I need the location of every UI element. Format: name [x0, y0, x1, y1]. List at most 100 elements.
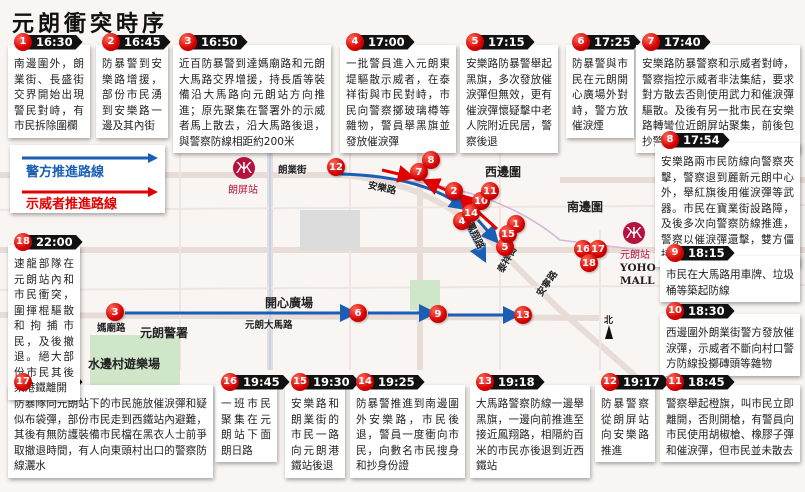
event-time: 16:45	[112, 34, 171, 50]
event-number: 6	[572, 33, 590, 51]
event-description: 防暴警與市民在元朗開心廣場外對峙，警方放催淚煙	[572, 58, 628, 132]
map-marker-8[interactable]: 8	[422, 151, 440, 169]
map-marker-15[interactable]: 15	[499, 225, 517, 243]
map-marker-14[interactable]: 14	[462, 204, 480, 222]
event-number: 3	[179, 33, 197, 51]
event-description: 市民在大馬路用車牌、垃圾桶等築起防線	[666, 269, 794, 297]
place-west-village: 西邊圍	[485, 165, 522, 179]
map-marker-17[interactable]: 17	[589, 240, 607, 258]
street-ma-tin: 媽廟路	[97, 323, 126, 334]
event-time: 17:00	[356, 34, 415, 50]
map-marker-11[interactable]: 11	[481, 182, 499, 200]
event-description: 大馬路警察防線一邊舉黑旗，一邊向前推進至接近鳳翔路，相隔約百米的市民亦後退到近西…	[476, 398, 584, 472]
map-marker-18[interactable]: 18	[580, 254, 598, 272]
event-description: 一批警員進入元朗東堤驅散示威者，在泰祥街與市民對峙，市民向警察擲玻璃樽等雜物，警…	[346, 58, 450, 148]
mtr-logo-icon: Ж	[233, 157, 255, 179]
map-marker-6[interactable]: 6	[349, 304, 367, 322]
place-yoho-mall: YOHO MALL	[620, 262, 656, 287]
event-number: 11	[666, 373, 684, 391]
map-marker-7[interactable]: 7	[410, 163, 428, 181]
legend-police-route: 警方推進路線	[26, 165, 105, 180]
event-description: 一班市民聚集在元朗站下面朗日路	[221, 398, 271, 457]
event-description: 速龍部隊在元朗站內和市民衝突，圍揮棍驅散和拘捕市民，及後撤退。絕大部份市民其後乘…	[14, 258, 74, 394]
event-time: 19:18	[486, 374, 545, 390]
event-time: 19:17	[611, 374, 670, 390]
mtr-logo-icon: Ж	[623, 222, 645, 244]
event-number: 17	[14, 373, 32, 391]
event-description: 近百防暴警到達媽廟路和元朗大馬路交界增援，持長盾等裝備沿大馬路向元朗站方向推進；…	[179, 58, 325, 148]
map-marker-13[interactable]: 13	[514, 306, 532, 324]
event-number: 15	[291, 373, 309, 391]
event-time: 16:50	[189, 34, 248, 50]
legend-protester-route: 示威者推進路線	[26, 197, 118, 212]
event-time: 19:25	[366, 374, 425, 390]
event-description: 防暴警推進到南邊圍外安樂路，市民後退，警員一度衝向市民，向數名市民搜身和抄身份證	[356, 398, 459, 472]
map-marker-9[interactable]: 9	[429, 305, 447, 323]
event-card-17: 1721:22防暴隊向元朗站下的市民施放催淚彈和疑似布袋彈，部份市民走到西鐵站內…	[8, 373, 213, 478]
event-time: 19:30	[301, 374, 360, 390]
event-number: 5	[466, 33, 484, 51]
event-number: 4	[346, 33, 364, 51]
event-number: 16	[221, 373, 239, 391]
event-number: 12	[601, 373, 619, 391]
place-south-village: 南邊圍	[567, 200, 604, 214]
event-description: 西邊圍外朗業街警方發放催淚彈，示威者不斷向村口警方防線投擲磚頭等雜物	[666, 327, 794, 370]
event-number: 18	[14, 233, 32, 251]
event-time: 17:15	[476, 34, 535, 50]
legend: 警方推進路線 示威者推進路線	[10, 145, 165, 213]
protester-route-2	[421, 178, 447, 195]
station-long-ping: 朗屏站	[228, 185, 258, 196]
map-marker-16[interactable]: 16	[574, 240, 592, 258]
event-number: 13	[476, 373, 494, 391]
north-arrow-label: 北	[604, 316, 614, 326]
event-number: 1	[14, 33, 32, 51]
event-time: 19:45	[231, 374, 290, 390]
map-marker-2[interactable]: 2	[445, 182, 463, 200]
page-title: 元朗衝突時序	[12, 12, 169, 37]
event-time: 18:45	[676, 374, 735, 390]
map-marker-3[interactable]: 3	[106, 303, 124, 321]
event-number: 7	[642, 33, 660, 51]
north-arrow-icon	[605, 325, 613, 339]
street-castle-peak-road: 元朗大馬路	[245, 320, 293, 331]
street-long-yip: 朗業街	[278, 165, 307, 176]
event-time: 17:25	[582, 34, 641, 50]
event-time: 16:30	[24, 34, 83, 50]
place-hoi-sum-plaza: 開心廣場	[265, 296, 314, 310]
event-description: 安樂路和朗業街的市民一路向元朗港鐵站後退	[291, 398, 339, 472]
event-number: 14	[356, 373, 374, 391]
event-number: 10	[666, 302, 684, 320]
event-description: 防暴隊向元朗站下的市民施放催淚彈和疑似布袋彈，部份市民走到西鐵站內避難，其後有無…	[14, 398, 207, 472]
event-number: 2	[102, 33, 120, 51]
legend-arrows	[22, 153, 158, 197]
event-time: 18:30	[676, 303, 735, 319]
map-marker-12[interactable]: 12	[327, 158, 345, 176]
event-time: 22:00	[24, 234, 83, 250]
station-yuen-long: 元朗站	[620, 250, 650, 261]
